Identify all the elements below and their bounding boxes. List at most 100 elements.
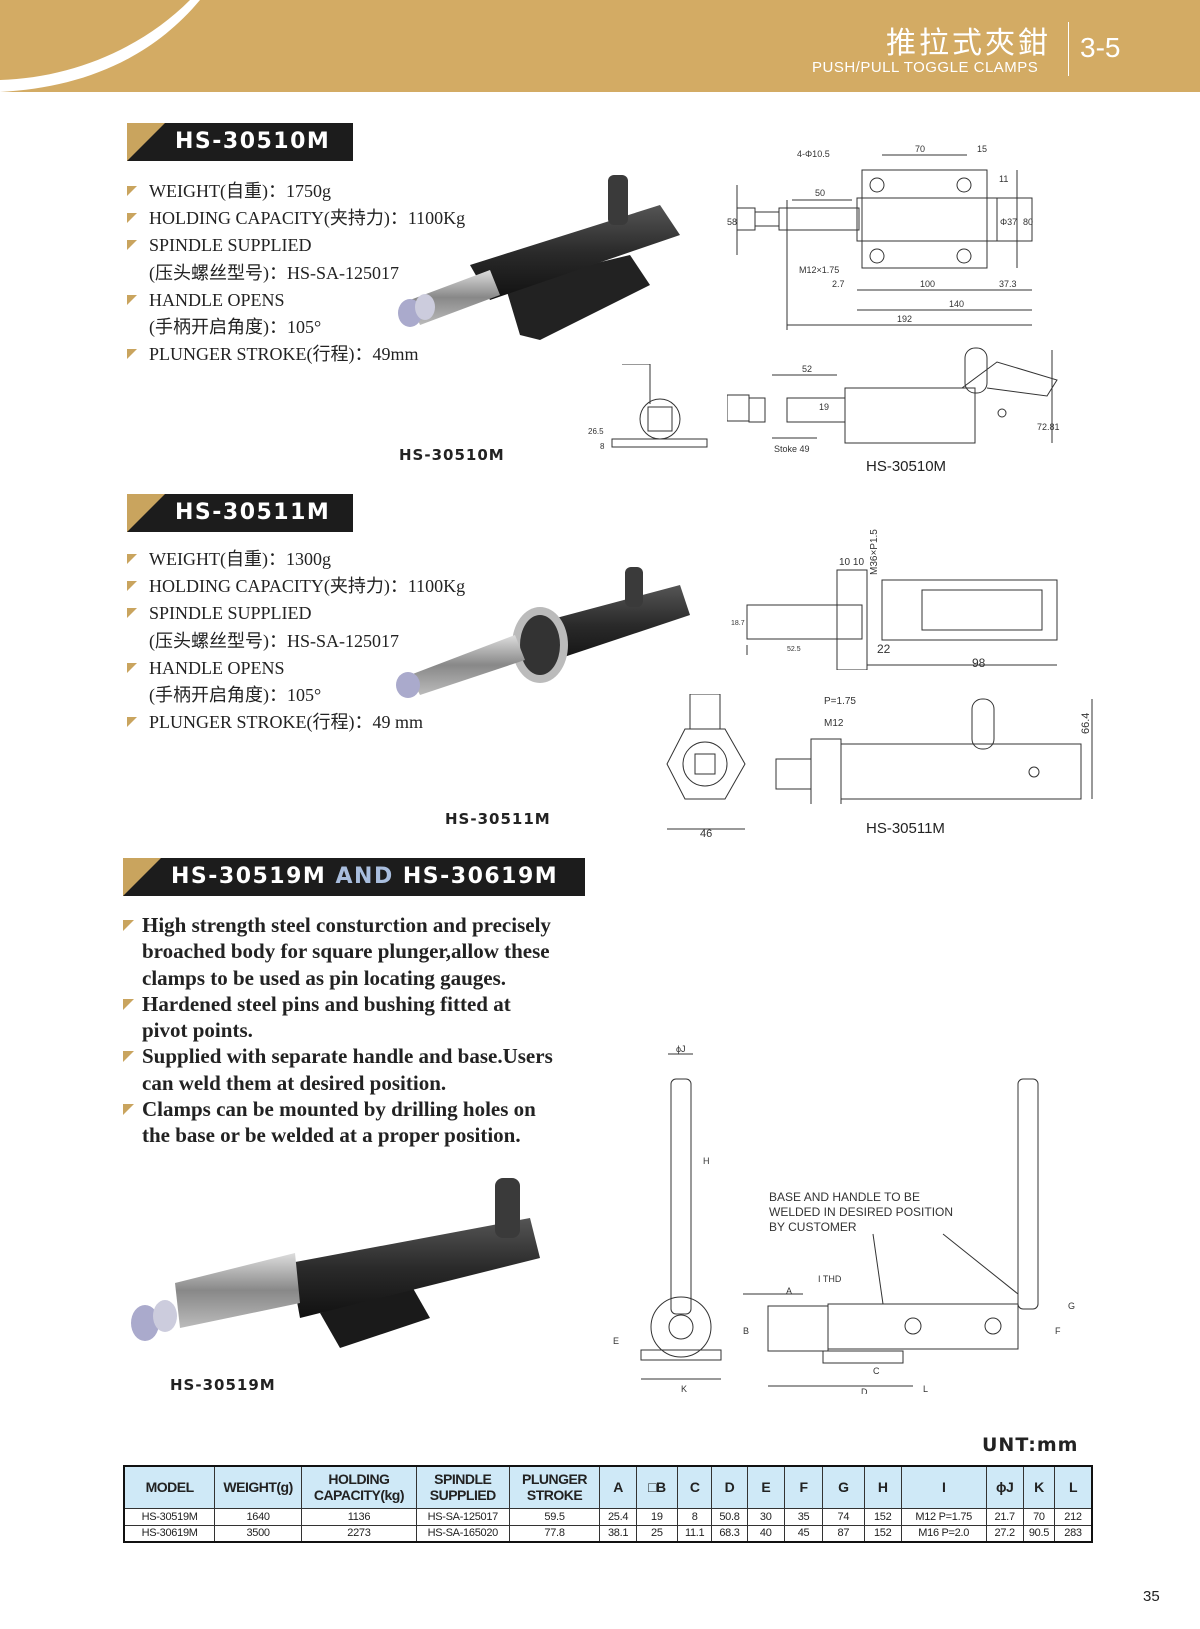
column-header: MODEL <box>123 1465 216 1509</box>
table-cell: 25 <box>635 1524 679 1543</box>
feature-item: Hardened steel pins and bushing fitted a… <box>123 991 643 1044</box>
header-text: PLUNGER <box>522 1471 587 1488</box>
table-cell: M16 P=2.0 <box>900 1524 987 1543</box>
header-text: STROKE <box>526 1487 583 1504</box>
and-word: AND <box>335 864 394 889</box>
product-photo-hs-30511m <box>396 567 690 698</box>
column-header: H <box>863 1465 902 1509</box>
spec-item: HANDLE OPENS <box>127 655 465 682</box>
header-text: H <box>877 1479 888 1496</box>
drawing-label-2: HS-30511M <box>866 820 945 837</box>
table-cell: 19 <box>635 1507 679 1526</box>
end-view-drawing-hs-30511m: 46 <box>666 694 746 839</box>
table-cell: 1136 <box>300 1507 417 1526</box>
table-cell: 87 <box>822 1524 865 1543</box>
header-divider <box>1068 22 1069 76</box>
header-text: A <box>613 1479 623 1496</box>
feature-list: High strength steel consturction and pre… <box>123 912 643 1149</box>
dim-52-5: 52.5 <box>787 646 801 653</box>
header-text: □B <box>648 1479 666 1496</box>
table-cell: 30 <box>746 1507 785 1526</box>
header-text: SPINDLE <box>434 1471 492 1488</box>
table-cell: 35 <box>783 1507 824 1526</box>
note-line: BASE AND HANDLE TO BE <box>769 1190 920 1204</box>
feature-line: clamps to be used as pin locating gauges… <box>142 965 507 990</box>
dim-G: G <box>1068 1301 1075 1311</box>
column-header: WEIGHT(g) <box>214 1465 302 1509</box>
dim-pitch: P=1.75 <box>824 696 856 707</box>
dim-26-5: 26.5 <box>588 427 604 436</box>
spec-item: PLUNGER STROKE(行程)：49mm <box>127 341 465 368</box>
header-text: L <box>1069 1479 1078 1496</box>
column-header: F <box>783 1465 824 1509</box>
table-cell: 77.8 <box>508 1524 601 1543</box>
table-cell: 283 <box>1054 1524 1093 1543</box>
column-header: L <box>1054 1465 1093 1509</box>
table-cell: 74 <box>822 1507 865 1526</box>
feature-line: Supplied with separate handle and base.U… <box>142 1044 553 1069</box>
model-name: HS-30511M <box>175 500 331 525</box>
dim-E: E <box>613 1336 619 1346</box>
column-header: I <box>900 1465 987 1509</box>
dim-66-4: 66.4 <box>1080 713 1092 734</box>
table-cell: 152 <box>863 1524 902 1543</box>
header-text: MODEL <box>145 1479 195 1496</box>
spec-item: SPINDLE SUPPLIED <box>127 232 465 259</box>
table-cell: 212 <box>1054 1507 1093 1526</box>
dim-80: 80 <box>1023 217 1033 227</box>
dim-15: 15 <box>977 144 987 154</box>
dim-8: 8 <box>600 442 605 451</box>
table-cell: 38.1 <box>599 1524 637 1543</box>
section-title-hs-30510m: HS-30510M <box>127 123 353 161</box>
technical-drawing-hs-30510m: 4-Φ10.5 70 15 11 50 58 Φ37 80 M12×1.75 2… <box>727 144 1060 454</box>
dim-2-7: 2.7 <box>832 279 845 289</box>
note-line: WELDED IN DESIRED POSITION <box>769 1205 953 1219</box>
dim-19: 19 <box>819 402 829 412</box>
dim-52: 52 <box>802 364 812 374</box>
header-text: HOLDING <box>328 1471 390 1488</box>
spec-item: (压头螺丝型号)：HS-SA-125017 <box>149 630 399 651</box>
spec-item: WEIGHT(自重)：1300g <box>127 546 465 573</box>
dim-37-3: 37.3 <box>999 279 1017 289</box>
table-cell: HS-SA-165020 <box>415 1524 510 1543</box>
spec-item: (手柄开启角度)：105° <box>149 685 322 706</box>
feature-line: the base or be welded at a proper positi… <box>142 1123 521 1148</box>
dim-10-10: 10 10 <box>839 557 864 568</box>
feature-line: pivot points. <box>142 1018 253 1043</box>
photo-label-3: HS-30519M <box>170 1376 276 1394</box>
spec-item: (压头螺丝型号)：HS-SA-125017 <box>149 262 399 283</box>
model-name: HS-30510M <box>175 129 331 154</box>
spec-item: WEIGHT(自重)：1750g <box>127 178 465 205</box>
dim-72-81: 72.81 <box>1037 422 1060 432</box>
header-text: K <box>1034 1479 1044 1496</box>
dim-46: 46 <box>700 828 712 839</box>
header-title-en: PUSH/PULL TOGGLE CLAMPS <box>812 59 1039 76</box>
table-cell: 68.3 <box>711 1524 748 1543</box>
section-title-hs-30511m: HS-30511M <box>127 494 353 532</box>
end-view-drawing-hs-30510m: 26.58 <box>588 364 708 451</box>
feature-item: Supplied with separate handle and base.U… <box>123 1043 643 1096</box>
table-cell: 8 <box>677 1507 713 1526</box>
feature-line: can weld them at desired position. <box>142 1070 447 1095</box>
table-cell: M12 P=1.75 <box>900 1507 987 1526</box>
spec-item: HANDLE OPENS <box>127 287 465 314</box>
table-cell: 70 <box>1022 1507 1056 1526</box>
feature-line: Clamps can be mounted by drilling holes … <box>142 1097 536 1122</box>
feature-line: broached body for square plunger,allow t… <box>142 939 550 964</box>
table-cell: 59.5 <box>508 1507 601 1526</box>
spec-item: (手柄开启角度)：105° <box>149 317 322 338</box>
table-cell: HS-30519M <box>123 1507 216 1526</box>
table-cell: 2273 <box>300 1524 417 1543</box>
dim-L: L <box>923 1384 928 1394</box>
technical-drawing-hs-30511m: 10 10 M36×P1.5 18.7 52.5 22 98 <box>731 529 1058 670</box>
table-cell: 11.1 <box>677 1524 713 1543</box>
table-cell: HS-30619M <box>123 1524 216 1543</box>
dim-140: 140 <box>949 299 964 309</box>
photo-label-2: HS-30511M <box>445 810 551 828</box>
header-text: E <box>761 1479 771 1496</box>
dim-D: D <box>861 1387 868 1394</box>
side-drawing-hs-30511m: P=1.75 M12 66.4 <box>775 696 1093 804</box>
